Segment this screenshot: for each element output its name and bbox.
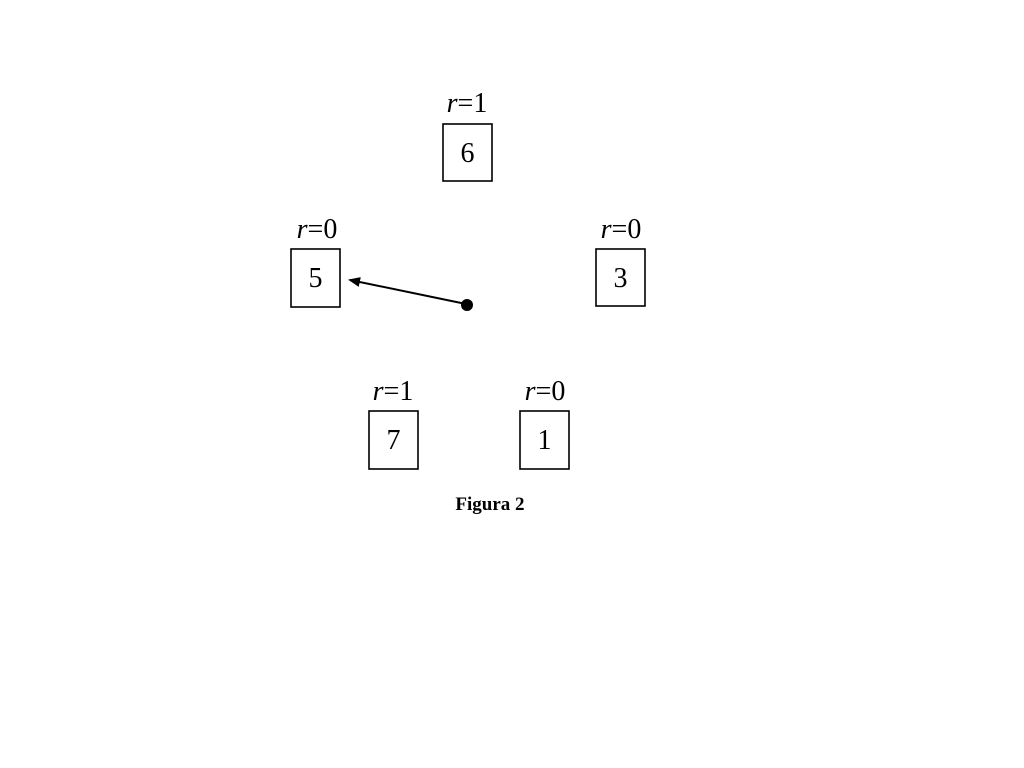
- node-1-r-label: r=0: [525, 376, 566, 407]
- node-7-value: 7: [387, 425, 401, 456]
- pointer-origin-dot: [461, 299, 473, 311]
- node-1: r=0 1: [519, 376, 570, 470]
- node-6-box: [442, 123, 493, 182]
- node-1-box: [519, 410, 570, 470]
- node-7: r=1 7: [368, 376, 419, 470]
- node-5: r=0 5: [290, 214, 341, 308]
- node-5-r-label: r=0: [297, 214, 338, 245]
- pointer: [348, 277, 473, 311]
- node-6: r=1 6: [442, 88, 493, 182]
- node-1-value: 1: [538, 425, 552, 456]
- node-6-r-label: r=1: [447, 88, 488, 119]
- node-7-box: [368, 410, 419, 470]
- node-3: r=0 3: [595, 214, 646, 307]
- node-3-box: [595, 248, 646, 307]
- node-6-value: 6: [461, 138, 475, 169]
- figure-caption: Figura 2: [455, 494, 524, 515]
- node-5-value: 5: [309, 263, 323, 294]
- node-3-value: 3: [614, 263, 628, 294]
- node-5-box: [290, 248, 341, 308]
- node-7-r-label: r=1: [373, 376, 414, 407]
- pointer-arrow: [348, 277, 467, 305]
- node-3-r-label: r=0: [601, 214, 642, 245]
